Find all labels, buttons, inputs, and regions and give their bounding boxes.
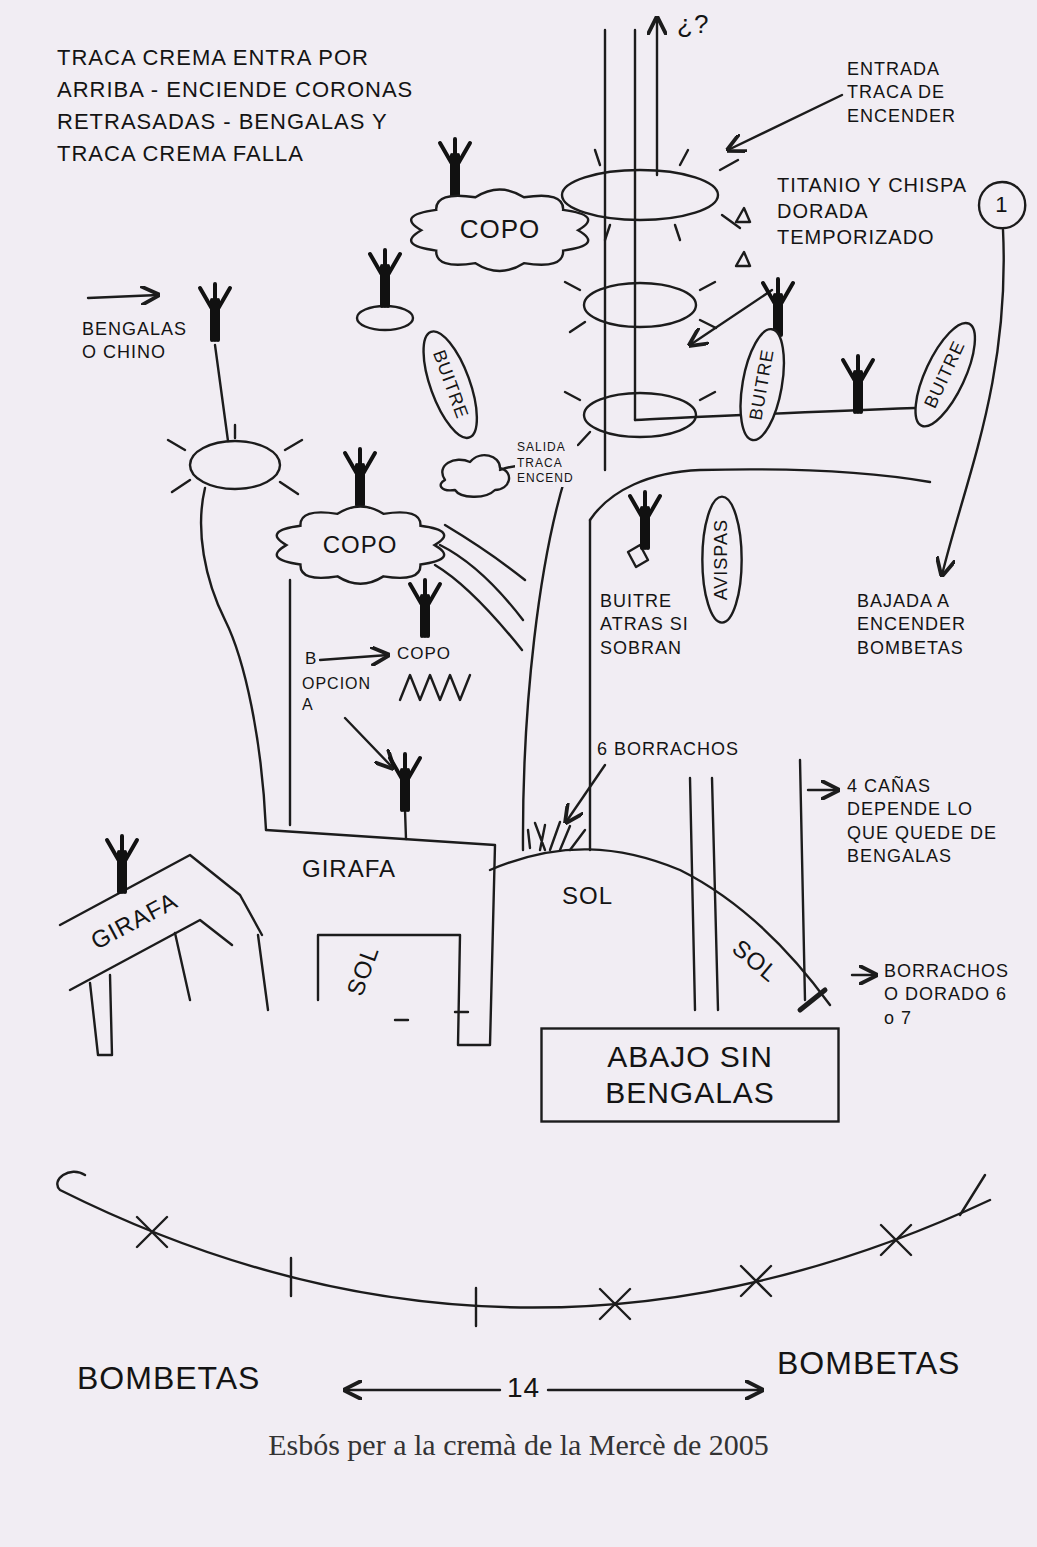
circle-outline <box>979 182 1025 228</box>
part-label: GIRAFA <box>83 884 184 958</box>
trunk-line <box>523 478 590 850</box>
oval-box: BUITRE <box>901 313 989 437</box>
hill-line <box>490 849 830 1005</box>
node-text: ABAJO SIN BENGALAS <box>570 1039 810 1111</box>
note: ENTRADA TRACA DE ENCENDER <box>845 58 999 128</box>
tick-mark <box>800 990 825 1010</box>
giraffe-outline <box>266 830 495 1045</box>
titanium-mark <box>736 208 750 266</box>
node-text: AVISPAS <box>711 519 733 600</box>
node-text: COPO <box>460 214 541 245</box>
note: 6 BORRACHOS <box>595 738 741 761</box>
crown-ring <box>562 170 718 220</box>
note: 4 CAÑAS DEPENDE LO QUE QUEDE DE BENGALAS <box>845 775 1019 869</box>
giraffe-outline <box>60 855 262 990</box>
option-label: B <box>303 648 319 670</box>
frame-line <box>201 488 266 830</box>
part-label: SOL <box>560 880 615 911</box>
cloud-shape: COPO <box>270 505 451 585</box>
bengal-symbol <box>390 754 420 810</box>
callout-number: 1 <box>977 180 1027 230</box>
leader-arrow <box>88 295 158 298</box>
note-box: ABAJO SIN BENGALAS <box>540 1027 840 1123</box>
leader-arrow <box>728 95 842 150</box>
note: BORRACHOS O DORADO 6 o 7 <box>882 960 1016 1030</box>
note: BENGALAS O CHINO <box>80 318 194 365</box>
bengal-symbol <box>440 139 470 195</box>
node-text: COPO <box>323 531 398 560</box>
dash-mark <box>395 1012 468 1020</box>
crown-ring <box>584 283 696 327</box>
span-arrow <box>548 1389 762 1391</box>
option-label: OPCION A <box>300 674 376 716</box>
part-label: SOL <box>338 939 386 1001</box>
bulb-line <box>57 1172 990 1308</box>
note: BAJADA A ENCENDER BOMBETAS <box>855 590 1029 660</box>
bengal-symbol <box>107 836 137 892</box>
note: TITANIO Y CHISPA DORADA TEMPORIZADO <box>775 172 974 250</box>
small-cloud <box>441 455 509 497</box>
oval-outline <box>412 325 487 444</box>
sketch-lines <box>57 18 1003 1390</box>
bengal-symbol <box>410 580 440 636</box>
giraffe-leg <box>90 933 268 1055</box>
part-label: COPO <box>395 643 453 665</box>
frame-line <box>405 810 406 839</box>
cloud-outline <box>276 506 443 583</box>
part-label: GIRAFA <box>300 853 398 884</box>
small-oval <box>357 306 413 330</box>
frame-line <box>215 345 228 441</box>
crown-rays <box>168 425 302 494</box>
node-text: 1 <box>995 192 1008 218</box>
bengal-symbol <box>843 356 873 412</box>
frame-line <box>289 580 291 825</box>
bengal-symbol <box>630 492 660 548</box>
cane-line <box>690 760 805 1010</box>
note: TRACA CREMA ENTRA POR ARRIBA - ENCIENDE … <box>55 42 429 170</box>
oval-box: AVISPAS <box>700 495 743 625</box>
note: SALIDA TRACA ENCEND <box>515 440 577 487</box>
oval-box: BUITRE <box>410 323 491 447</box>
leader-arrow <box>320 655 388 660</box>
grass-marks <box>528 822 585 850</box>
bengal-symbol <box>345 449 375 505</box>
bengal-symbol <box>763 279 793 335</box>
zigzag <box>400 675 470 700</box>
fuse-line <box>435 525 525 650</box>
up-arrow <box>656 18 658 175</box>
oval-outline <box>702 497 741 623</box>
caption: Esbós per a la cremà de la Mercè de 2005 <box>0 1428 1037 1462</box>
bengal-symbol <box>200 284 230 340</box>
count-label: 14 <box>505 1370 542 1406</box>
oval-outline <box>733 326 791 444</box>
question-mark: ¿? <box>675 8 711 42</box>
cloud-outline <box>411 189 588 270</box>
part-label: SOL <box>724 931 786 990</box>
trunk-line <box>605 30 635 470</box>
leader-arrow <box>566 765 605 822</box>
leader-arrow <box>852 974 876 976</box>
note: BUITRE ATRAS SI SOBRAN <box>598 590 697 660</box>
crown-ring <box>584 393 696 437</box>
part-label: BOMBETAS <box>775 1343 962 1385</box>
leader-arrow <box>345 718 393 768</box>
oval-box: BUITRE <box>731 324 794 446</box>
bengal-symbol <box>370 250 400 306</box>
box-outline <box>542 1029 839 1122</box>
leader-arrow <box>808 789 838 791</box>
crown-ring <box>190 441 280 489</box>
bulb-mark <box>137 1175 985 1326</box>
part-label: BOMBETAS <box>75 1358 262 1400</box>
cloud-shape: COPO <box>404 188 595 272</box>
crown-rays <box>565 282 716 332</box>
oval-outline <box>903 316 986 435</box>
span-arrow <box>345 1389 500 1391</box>
bengals <box>107 139 873 892</box>
